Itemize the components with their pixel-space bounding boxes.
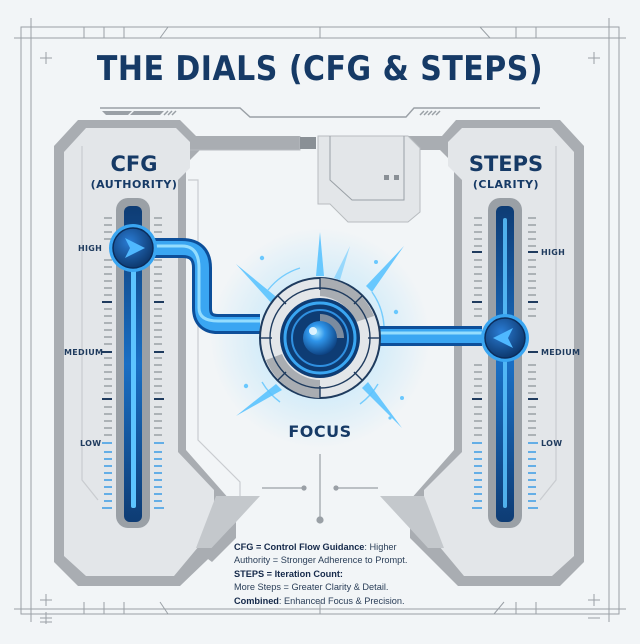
legend-line-3: STEPS = Iteration Count: [234,568,343,579]
arrow-left-icon [493,328,513,348]
top-connector [300,135,421,223]
arrow-right-icon [125,238,145,258]
legend-text: CFG = Control Flow Guidance: Higher Auth… [234,541,434,608]
bottom-connector [262,454,378,524]
cfg-level-high: HIGH [78,244,103,253]
focus-label: FOCUS [288,422,352,441]
cfg-level-medium: MEDIUM [64,348,104,357]
page-title: THE DIALS (CFG & STEPS) [96,49,544,90]
steps-slider-track[interactable] [488,198,522,528]
spark-burst [236,232,404,428]
steps-subtitle: (CLARITY) [472,178,540,191]
legend-line-4: More Steps = Greater Clarity & Detail. [234,582,389,593]
cfg-level-low: LOW [80,439,102,448]
title-underline [100,107,540,118]
steps-ticks [472,217,538,509]
outer-frame [14,18,626,624]
steps-level-high: HIGH [541,248,566,257]
legend-line-2: Authority = Stronger Adherence to Prompt… [234,555,408,566]
steps-knob[interactable] [481,314,529,362]
steps-level-medium: MEDIUM [541,348,581,357]
steps-level-low: LOW [541,439,563,448]
focus-lens-icon [259,277,381,399]
legend-line-1: CFG = Control Flow Guidance: Higher [234,542,397,552]
legend-line-5: Combined: Enhanced Focus & Precision. [234,595,405,606]
steps-pipe [378,326,482,346]
steps-title: STEPS [468,152,544,176]
cfg-slider-track[interactable] [116,198,150,528]
cfg-subtitle: (AUTHORITY) [90,178,178,191]
cfg-ticks [102,217,164,509]
cfg-pipe [150,238,260,334]
cfg-knob[interactable] [109,224,157,272]
cfg-title: CFG [110,152,158,176]
